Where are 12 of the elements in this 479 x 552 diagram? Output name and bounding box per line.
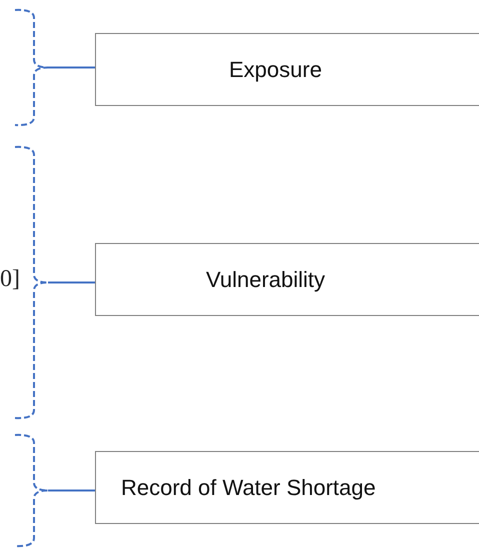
label-box xyxy=(95,33,479,106)
connector-line xyxy=(48,66,95,68)
curly-brace xyxy=(14,434,49,548)
label-box xyxy=(95,243,479,316)
box-text: Record of Water Shortage xyxy=(121,474,376,500)
connector-line xyxy=(48,282,95,284)
box-text: Exposure xyxy=(229,56,322,82)
cut-off-text: 0] xyxy=(0,266,20,293)
connector-line xyxy=(48,490,95,492)
label-box xyxy=(95,451,479,524)
curly-brace xyxy=(14,8,49,126)
box-text: Vulnerability xyxy=(206,266,326,292)
